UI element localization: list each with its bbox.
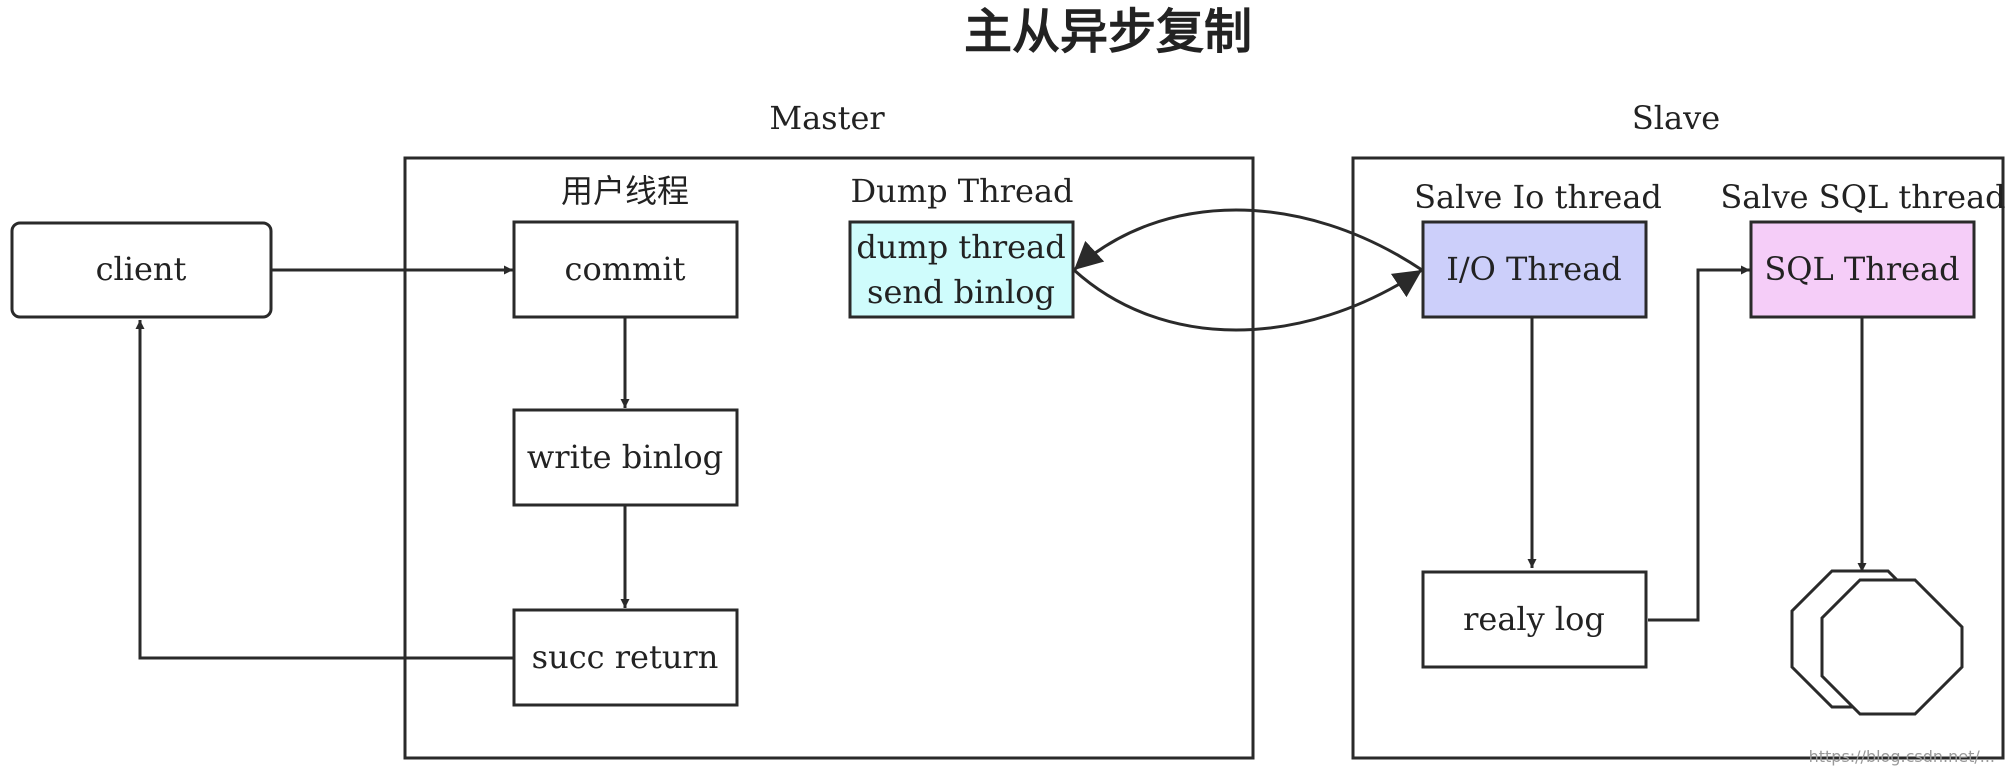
succ-return-label: succ return xyxy=(532,638,719,676)
relay-log-box xyxy=(1421,570,1648,669)
client-box xyxy=(10,221,273,319)
succ-return-node: succ return xyxy=(512,608,739,707)
salve-sql-thread-label: Salve SQL thread xyxy=(1720,178,2005,216)
write-binlog-label: write binlog xyxy=(527,438,723,476)
write-binlog-node: write binlog xyxy=(512,408,739,507)
commit-box xyxy=(512,220,739,319)
relay-log-node: realy log xyxy=(1421,570,1648,669)
edge-dump-to-io xyxy=(1072,268,1423,332)
succ-return-box xyxy=(512,608,739,707)
commit-node: commit xyxy=(512,220,739,319)
master-frame xyxy=(403,156,1255,760)
io-thread-node: I/O Thread xyxy=(1421,220,1648,319)
io-thread-label: I/O Thread xyxy=(1446,250,1622,288)
io-thread-box xyxy=(1421,220,1648,319)
edge-succ-return-to-client xyxy=(135,320,513,660)
dump-thread-label: Dump Thread xyxy=(850,172,1073,210)
dump-thread-node: dump thread send binlog xyxy=(848,220,1075,319)
commit-label: commit xyxy=(565,250,686,288)
master-group-label: Master xyxy=(769,99,885,137)
user-thread-label: 用户线程 xyxy=(561,172,689,210)
diagram-title: 主从异步复制 xyxy=(964,4,1252,60)
watermark-text: https://blog.csdn.net/... xyxy=(1809,747,1995,766)
salve-io-thread-label: Salve Io thread xyxy=(1414,178,1662,216)
slave-group-label: Slave xyxy=(1632,99,1720,137)
dump-thread-line1: dump thread xyxy=(856,228,1065,266)
database-octagon-front xyxy=(1820,578,1964,716)
slave-frame xyxy=(1351,156,2005,760)
dump-thread-box xyxy=(848,220,1075,319)
client-label: client xyxy=(96,250,187,288)
dump-thread-line2: send binlog xyxy=(867,273,1055,311)
relay-log-label: realy log xyxy=(1463,600,1605,638)
edge-relay-log-to-sql xyxy=(1648,265,1750,622)
client-node: client xyxy=(10,221,273,319)
edge-io-to-dump xyxy=(1072,208,1423,272)
sql-thread-box xyxy=(1749,220,1976,319)
sql-thread-label: SQL Thread xyxy=(1764,250,1959,288)
write-binlog-box xyxy=(512,408,739,507)
sql-thread-node: SQL Thread xyxy=(1749,220,1976,319)
database-icon xyxy=(1790,569,1964,716)
